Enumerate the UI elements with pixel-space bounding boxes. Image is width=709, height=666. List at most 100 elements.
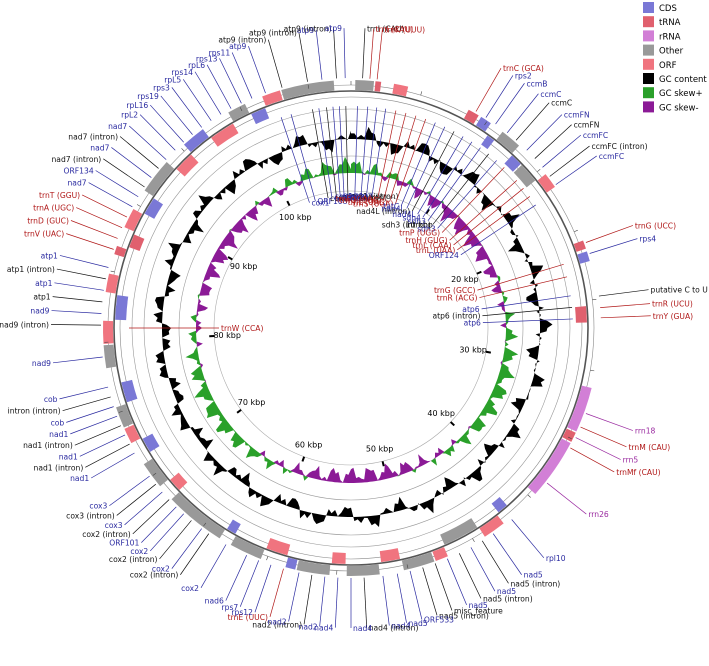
gene-label-other: nad9 (intron) xyxy=(0,321,49,330)
gene-label-cds: nad1 xyxy=(70,474,89,483)
gene-label-cds: ccmFN xyxy=(564,111,590,120)
gene-label-cds: ccmFC xyxy=(599,152,624,161)
gene-label-cds: ORF533 xyxy=(424,616,454,625)
gene-label-trna: trnV (UAC) xyxy=(24,230,64,239)
kbp-tick-mark xyxy=(381,461,385,467)
label-connector xyxy=(225,555,247,601)
feature-cds xyxy=(504,155,521,172)
label-connector xyxy=(254,564,272,613)
inner-label-connector xyxy=(383,112,407,201)
feature-orf xyxy=(392,83,409,97)
inner-label-connector xyxy=(400,122,436,207)
label-connector xyxy=(585,413,634,431)
inner-label-connector xyxy=(312,109,329,199)
gene-label-other: cox2 (intron) xyxy=(82,530,131,539)
feature-other xyxy=(281,80,335,100)
inner-label-connector xyxy=(411,131,455,212)
inner-label-connector xyxy=(360,106,369,197)
label-connector xyxy=(160,95,193,135)
inner-label-connector xyxy=(326,107,337,197)
label-connector xyxy=(570,447,615,473)
label-connector xyxy=(180,533,210,575)
kbp-tick-mark xyxy=(425,208,430,215)
feature-trna xyxy=(114,245,127,258)
label-connector xyxy=(62,396,111,412)
label-connector xyxy=(70,415,118,435)
gene-label-other: ccmFC (intron) xyxy=(592,142,648,151)
gene-label-cds: atp9 xyxy=(325,24,342,33)
inner-gene-label-cds: atp6 xyxy=(462,305,479,314)
gene-label-other: nad2 (intron) xyxy=(252,620,302,629)
inner-gene-label-trna: trnW (CCA) xyxy=(221,324,263,333)
label-connector xyxy=(248,45,266,94)
track-ring xyxy=(113,90,589,566)
feature-orf xyxy=(105,273,119,294)
gene-label-cds: rpL16 xyxy=(126,101,148,110)
kbp-tick-label: 20 kbp xyxy=(451,275,479,284)
gene-label-cds: rpl10 xyxy=(546,554,566,563)
scale-tick xyxy=(590,369,595,372)
feature-trna xyxy=(374,81,382,92)
label-connector xyxy=(85,443,130,468)
label-connector xyxy=(95,170,139,198)
kbp-tick-label: 40 kbp xyxy=(427,409,455,418)
label-connector xyxy=(481,540,509,584)
label-connector xyxy=(319,576,326,627)
gene-label-cds: rps3 xyxy=(153,83,170,92)
legend-label-orf: ORF xyxy=(659,61,677,71)
gene-label-cds: nad5 xyxy=(524,571,543,580)
label-connector xyxy=(298,32,308,82)
legend-label-other: Other xyxy=(659,47,684,57)
gene-label-cds: cob xyxy=(44,395,58,404)
label-connector xyxy=(239,560,260,607)
feature-cds xyxy=(121,379,138,403)
label-connector xyxy=(589,238,638,254)
legend-swatch-gc_content xyxy=(643,73,654,84)
label-connector xyxy=(59,386,109,400)
gene-label-trna: trnR (UCU) xyxy=(652,300,693,309)
scale-tick xyxy=(181,148,185,152)
gene-label-cds: atp1 xyxy=(41,251,58,260)
label-connector xyxy=(546,482,587,515)
inner-label-connector xyxy=(345,106,349,197)
feature-other xyxy=(355,80,375,92)
kbp-tick-label: 30 kbp xyxy=(459,346,487,355)
gene-label-other: nad5 (intron) xyxy=(439,611,489,620)
gene-label-other: trnI (CAU) xyxy=(367,24,404,33)
gene-label-cds: nad4 xyxy=(353,624,372,633)
label-connector xyxy=(88,182,133,208)
feature-other xyxy=(401,552,435,571)
label-connector xyxy=(470,547,496,592)
gene-label-rrna: rrn5 xyxy=(623,456,639,465)
gene-label-trna: trnE (UUC) xyxy=(228,613,268,622)
label-connector xyxy=(288,572,300,622)
feature-orf xyxy=(124,424,141,444)
inner-gene-label-other: cox1 (intron) xyxy=(338,193,387,202)
label-connector xyxy=(542,134,582,168)
gene-label-cds: rps13 xyxy=(196,54,218,63)
feature-orf xyxy=(379,548,401,563)
label-connector xyxy=(171,528,202,569)
label-connector xyxy=(269,568,284,617)
gene-label-cds: nad9 xyxy=(32,359,51,368)
kbp-tick-label: 60 kbp xyxy=(295,441,323,450)
inner-label-connector xyxy=(354,106,358,197)
label-connector xyxy=(66,406,114,423)
inner-label-connector xyxy=(365,107,378,197)
gene-label-trna: trnY (GUA) xyxy=(653,312,693,321)
inner-label-connector xyxy=(422,141,473,218)
feature-orf xyxy=(103,320,114,344)
kbp-tick-mark xyxy=(449,421,455,427)
feature-cds xyxy=(142,433,160,452)
inner-label-connector xyxy=(477,263,564,291)
inner-gene-label-cds: atp4 xyxy=(342,192,359,201)
inner-gene-label-cds: atp6 xyxy=(464,319,481,328)
label-connector xyxy=(575,437,621,460)
gene-label-trna: trnD (GUC) xyxy=(27,216,69,225)
gene-label-cds: nad9 xyxy=(30,307,49,316)
scale-tick xyxy=(152,472,157,476)
gene-label-other: cox3 (intron) xyxy=(66,511,115,520)
inner-gene-label-cds: cox1 xyxy=(346,192,364,201)
gene-label-trna: trnG (UCC) xyxy=(635,221,676,230)
label-connector xyxy=(70,220,118,239)
